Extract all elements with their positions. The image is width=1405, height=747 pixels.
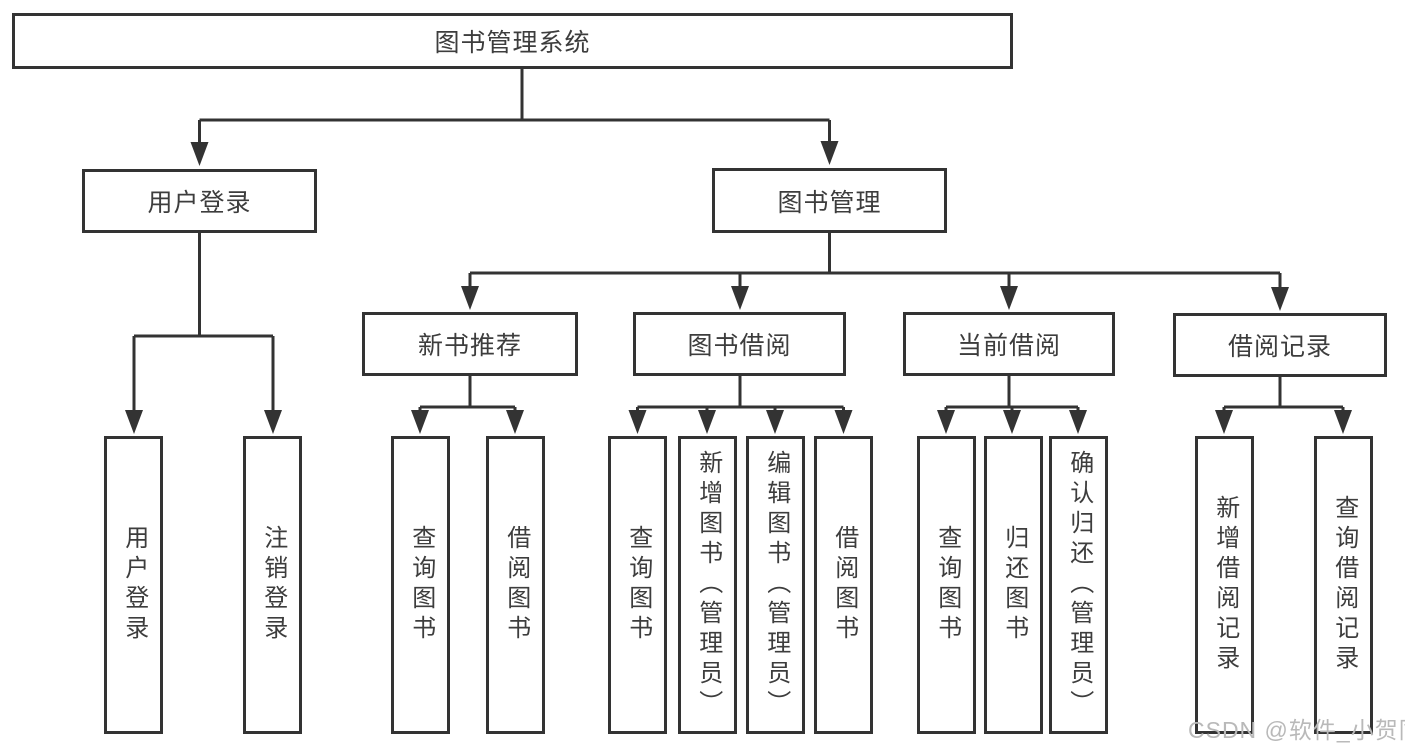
leaf-label: 查询借阅记录 (1330, 495, 1358, 675)
leaf-label: 注销登录 (259, 525, 287, 645)
arrow-icon (1271, 287, 1289, 311)
connector-book-borrowing (636, 374, 845, 412)
node-current-borrowing: 当前借阅 (903, 312, 1115, 376)
arrow-icon (1000, 286, 1018, 310)
connector-current-borrowing (944, 374, 1080, 412)
arrow-icon (698, 410, 716, 434)
arrow-icon (1003, 410, 1021, 434)
node-book-management: 图书管理 (712, 168, 947, 233)
node-book-borrowing: 图书借阅 (633, 312, 846, 376)
leaf-edit-books-admin: 编辑图书（管理员） (746, 436, 805, 734)
arrow-icon (1069, 410, 1087, 434)
arrow-icon (1215, 410, 1233, 434)
arrow-icon (506, 410, 524, 434)
leaf-label: 查询图书 (624, 525, 652, 645)
leaf-label: 编辑图书（管理员） (762, 450, 790, 720)
arrow-icon (461, 286, 479, 310)
leaf-query-books-borrowing: 查询图书 (608, 436, 667, 734)
connector-borrowing-records (1222, 375, 1345, 412)
node-borrowing-records: 借阅记录 (1173, 313, 1387, 377)
leaf-user-login: 用户登录 (104, 436, 163, 734)
leaf-label: 借阅图书 (502, 525, 530, 645)
connector-book-management (468, 231, 1282, 288)
leaf-add-borrow-record: 新增借阅记录 (1195, 436, 1254, 734)
leaf-confirm-return-admin: 确认归还（管理员） (1049, 436, 1108, 734)
arrow-icon (834, 410, 853, 434)
leaf-label: 归还图书 (1000, 525, 1028, 645)
node-new-book-recommend: 新书推荐 (362, 312, 578, 376)
arrow-icon (264, 410, 282, 434)
arrow-icon (731, 286, 749, 310)
leaf-query-borrow-record: 查询借阅记录 (1314, 436, 1373, 734)
leaf-label: 查询图书 (407, 525, 435, 645)
csdn-watermark: CSDN @软件_小贺同学 (1188, 717, 1405, 743)
arrowheads (125, 141, 1352, 434)
leaf-label: 新增图书（管理员） (694, 450, 722, 720)
leaf-add-books-admin: 新增图书（管理员） (678, 436, 737, 734)
arrow-icon (766, 410, 784, 434)
leaf-borrow-books-borrowing: 借阅图书 (814, 436, 873, 734)
leaf-label: 查询图书 (933, 525, 961, 645)
arrow-icon (937, 410, 955, 434)
leaf-borrow-books-recommend: 借阅图书 (486, 436, 545, 734)
connector-root (198, 66, 831, 144)
leaf-return-books: 归还图书 (984, 436, 1043, 734)
leaf-logout: 注销登录 (243, 436, 302, 734)
leaf-label: 用户登录 (120, 525, 148, 645)
arrow-icon (628, 410, 647, 434)
connector-user-login (132, 231, 275, 412)
arrow-icon (1334, 410, 1352, 434)
connector-new-book-recommend (418, 374, 517, 412)
arrow-icon (190, 142, 209, 166)
arrow-icon (125, 410, 143, 434)
leaf-query-books-recommend: 查询图书 (391, 436, 450, 734)
node-library-management-system: 图书管理系统 (12, 13, 1013, 69)
node-user-login: 用户登录 (82, 169, 317, 233)
leaf-label: 借阅图书 (830, 525, 858, 645)
arrow-icon (411, 410, 429, 434)
leaf-label: 新增借阅记录 (1211, 495, 1239, 675)
leaf-label: 确认归还（管理员） (1065, 450, 1093, 720)
leaf-query-books-current: 查询图书 (917, 436, 976, 734)
arrow-icon (820, 141, 839, 165)
